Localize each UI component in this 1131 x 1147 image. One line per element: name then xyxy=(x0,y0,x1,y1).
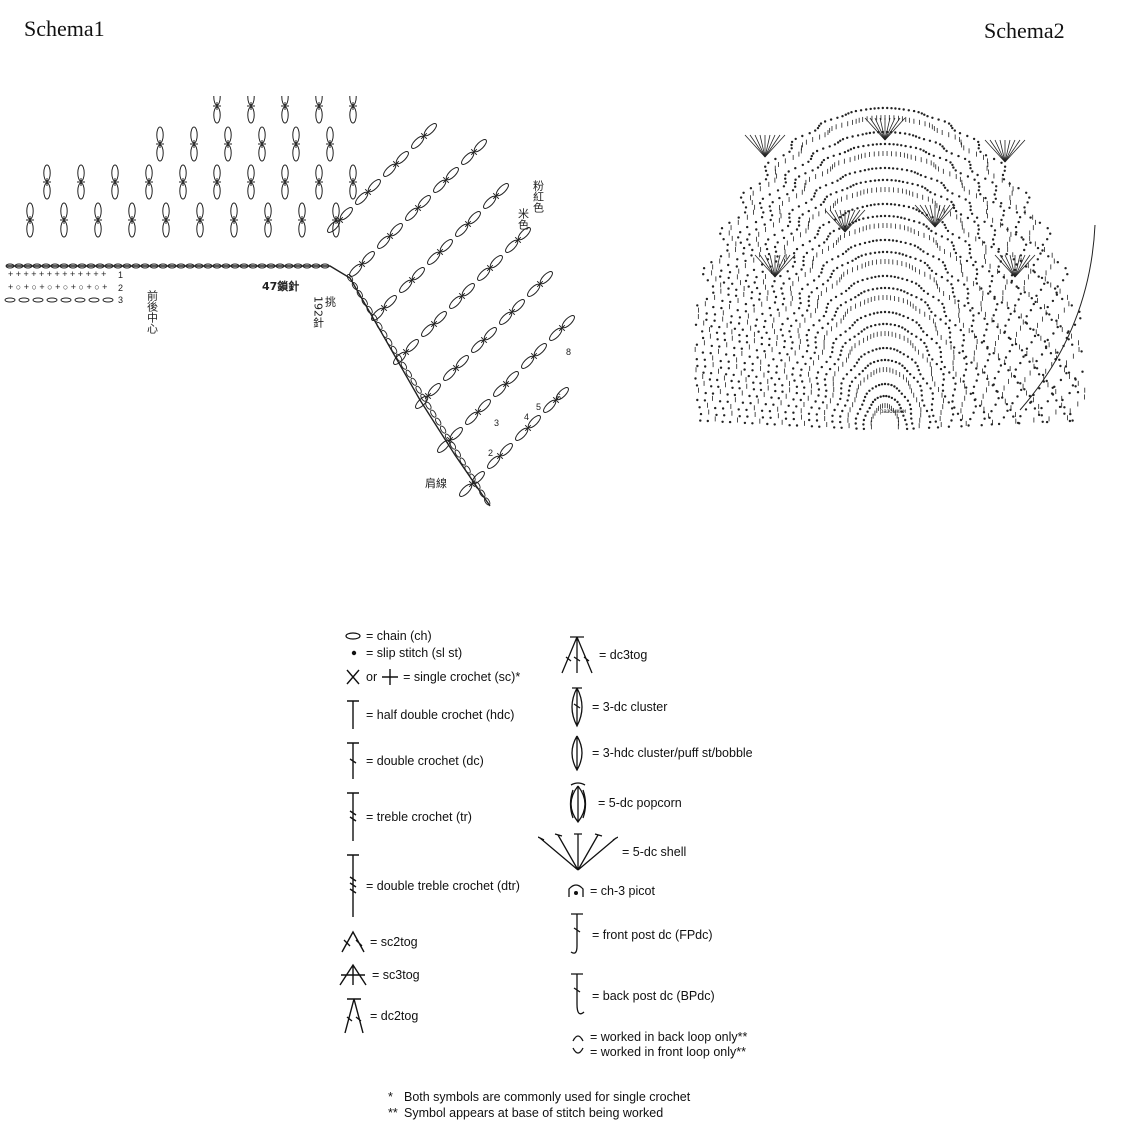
legend-sc-or: or xyxy=(366,670,378,684)
footnote-2: ** Symbol appears at base of stitch being… xyxy=(388,1106,663,1120)
dc-icon xyxy=(347,742,359,779)
legend-hdc-text: = half double crochet (hdc) xyxy=(366,708,515,722)
label-color-pink: 粉紅色 xyxy=(532,180,545,213)
schema1-title: Schema1 xyxy=(24,16,105,41)
legend-shell: = 5-dc shell xyxy=(538,832,686,872)
legend-3dc-cluster-text: = 3-dc cluster xyxy=(592,700,668,714)
legend-sc3tog: = sc3tog xyxy=(338,963,420,987)
schema1-base-chain xyxy=(4,263,491,506)
schema1-diagram: + + + + + + + + + + + + + + ○ + ○ + ○ + … xyxy=(4,96,575,507)
plus-stitch-icon xyxy=(382,669,399,685)
bpdc-icon xyxy=(571,973,585,1015)
row-mixed-marks: + ○ + ○ + ○ + ○ + ○ + ○ + xyxy=(8,282,107,292)
legend-dtr-text: = double treble crochet (dtr) xyxy=(366,879,520,893)
label-shoulder: 肩線 xyxy=(425,476,447,490)
legend-hdc: = half double crochet (hdc) xyxy=(344,699,514,731)
footnote-1: * Both symbols are commonly used for sing… xyxy=(388,1090,690,1104)
picot-icon xyxy=(568,884,584,897)
label-chain-count: 47鎖針 xyxy=(262,279,299,293)
legend-picot-text: = ch-3 picot xyxy=(590,884,655,898)
shell-icon xyxy=(538,833,618,871)
legend-bpdc: = back post dc (BPdc) xyxy=(566,972,715,1020)
label-stitch-count: 192針 xyxy=(312,296,325,329)
legend-bpdc-text: = back post dc (BPdc) xyxy=(592,989,715,1003)
single-crochet-icon xyxy=(346,669,360,685)
row-number-3: 3 xyxy=(118,295,123,305)
legend-dc3tog: = dc3tog xyxy=(559,635,647,675)
legend-dtr: = double treble crochet (dtr) xyxy=(344,853,520,919)
label-front-center: 前後中心 xyxy=(146,289,159,334)
cluster-3dc-icon xyxy=(571,687,583,728)
schema1-mesh xyxy=(26,96,575,497)
sc2tog-icon xyxy=(341,930,365,953)
popcorn-icon xyxy=(569,782,587,824)
footnote-1-mark: * xyxy=(388,1090,393,1104)
legend-sc-text: = single crochet (sc)* xyxy=(403,670,521,684)
legend-picot: = ch-3 picot xyxy=(566,882,655,900)
legend-dc2tog: = dc2tog xyxy=(342,997,418,1035)
schema2-direction-arrow xyxy=(1019,224,1096,411)
legend-popcorn-text: = 5-dc popcorn xyxy=(598,796,682,810)
schema1-labels: 前後中心 47鎖針 192針 挑 肩線 米色 粉紅色 xyxy=(146,180,545,490)
row-number-right-4: 4 xyxy=(524,412,529,422)
legend-dc2tog-text: = dc2tog xyxy=(370,1009,419,1023)
footnote-2-text: Symbol appears at base of stitch being w… xyxy=(404,1106,664,1120)
row-number-right-6: 6 xyxy=(556,392,561,402)
legend-sc3tog-text: = sc3tog xyxy=(372,968,420,982)
legend-dc-text: = double crochet (dc) xyxy=(366,754,484,768)
legend-front-loop: = worked in front loop only** xyxy=(570,1045,746,1059)
row-number-right-3: 3 xyxy=(494,418,499,428)
back-loop-icon xyxy=(572,1035,584,1042)
legend-chain-text: = chain (ch) xyxy=(366,629,432,643)
legend-back-loop: = worked in back loop only** xyxy=(570,1030,747,1044)
sc3tog-icon xyxy=(339,963,367,986)
legend-tr-text: = treble crochet (tr) xyxy=(366,810,472,824)
legend-front-loop-text: = worked in front loop only** xyxy=(590,1045,746,1059)
legend-tr: = treble crochet (tr) xyxy=(344,791,472,843)
legend-3dc-cluster: = 3-dc cluster xyxy=(566,686,667,728)
cluster-3hdc-icon xyxy=(571,735,583,772)
row-number-right-8: 8 xyxy=(566,347,571,357)
legend-fpdc: = front post dc (FPdc) xyxy=(566,912,713,958)
schema2-pineapple-fan xyxy=(694,106,1086,431)
row-number-right-2: 2 xyxy=(488,448,493,458)
schema2-title: Schema2 xyxy=(984,18,1065,43)
legend-3hdc-cluster: = 3-hdc cluster/puff st/bobble xyxy=(566,734,753,772)
dtr-icon xyxy=(347,854,359,917)
legend-popcorn: = 5-dc popcorn xyxy=(562,782,682,824)
legend-single-crochet: or = single crochet (sc)* xyxy=(344,668,520,686)
legend-dc: = double crochet (dc) xyxy=(344,741,484,781)
dc3tog-icon xyxy=(561,636,593,674)
legend-dc3tog-text: = dc3tog xyxy=(599,648,648,662)
label-pick: 挑 xyxy=(324,295,337,308)
legend-sc2tog-text: = sc2tog xyxy=(370,935,418,949)
fpdc-icon xyxy=(570,913,583,954)
dc2tog-icon xyxy=(344,998,364,1034)
legend-chain: = chain (ch) xyxy=(344,629,432,643)
label-color-beige: 米色 xyxy=(517,208,530,230)
legend-fpdc-text: = front post dc (FPdc) xyxy=(592,928,713,942)
schema1-baseline xyxy=(6,265,491,507)
chain-icon xyxy=(345,632,361,640)
footnote-2-mark: ** xyxy=(388,1106,398,1120)
legend-back-loop-text: = worked in back loop only** xyxy=(590,1030,748,1044)
legend-shell-text: = 5-dc shell xyxy=(622,845,687,859)
row-number-right-5: 5 xyxy=(536,402,541,412)
schema1-row-markers: + + + + + + + + + + + + + + ○ + ○ + ○ + … xyxy=(8,269,571,458)
hdc-icon xyxy=(347,700,359,729)
slip-stitch-icon xyxy=(351,650,357,656)
legend-sc2tog: = sc2tog xyxy=(340,930,418,954)
row-number-1: 1 xyxy=(118,270,123,280)
tr-icon xyxy=(347,792,359,841)
legend-3hdc-cluster-text: = 3-hdc cluster/puff st/bobble xyxy=(592,746,753,760)
row-sc-marks: + + + + + + + + + + + + + xyxy=(8,269,106,279)
legend-slip-stitch-text: = slip stitch (sl st) xyxy=(366,646,463,660)
footnote-1-text: Both symbols are commonly used for singl… xyxy=(404,1090,691,1104)
front-loop-icon xyxy=(572,1047,584,1054)
row-number-2: 2 xyxy=(118,283,123,293)
schema2-center-label: разомкни xyxy=(880,409,906,415)
legend-slip-stitch: = slip stitch (sl st) xyxy=(344,646,462,660)
schema2-diagram: разомкни xyxy=(694,106,1096,431)
